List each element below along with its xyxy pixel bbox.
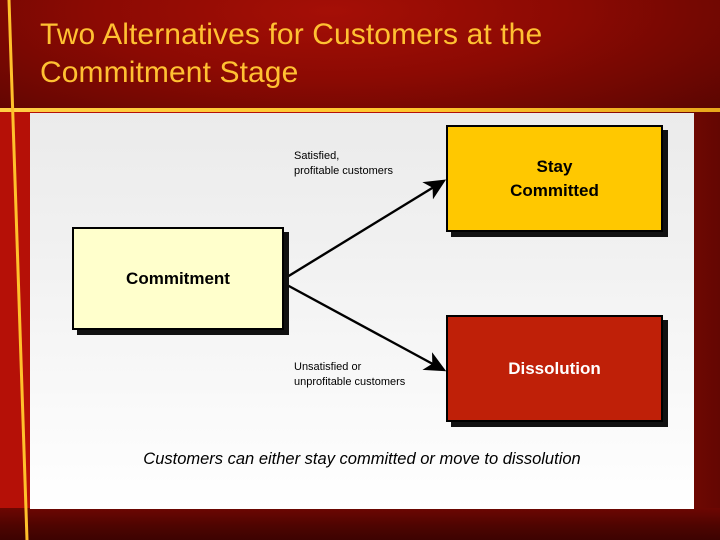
slide-caption: Customers can either stay committed or m… xyxy=(143,450,581,468)
bottom-background-band xyxy=(0,508,720,540)
title-background-band xyxy=(0,0,720,110)
node-dissolution[interactable]: Dissolution xyxy=(446,315,663,422)
node-commitment[interactable]: Commitment xyxy=(72,227,284,330)
edge-label-unsatisfied-unprofitable-customers: Unsatisfied or unprofitable customers xyxy=(294,361,406,388)
node-stay-committed[interactable]: Stay Committed xyxy=(446,125,663,232)
edge-label-satisfied-profitable-customers: Satisfied, profitable customers xyxy=(294,150,394,177)
page-title: Two Alternatives for Customers at the Co… xyxy=(40,18,543,89)
gold-divider-rule xyxy=(0,108,720,112)
